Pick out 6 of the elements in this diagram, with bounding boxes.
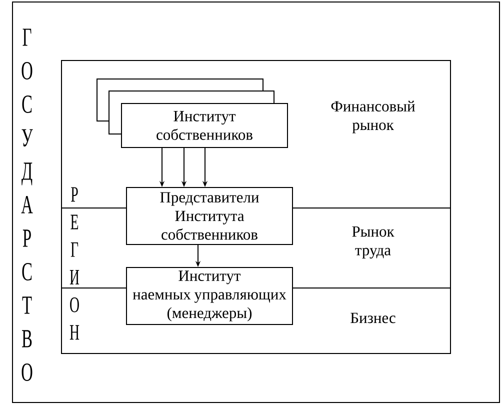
box: Представители Института собственников [126, 187, 293, 245]
section-label: Рынок труда [352, 226, 394, 259]
box: Институт наемных управляющих (менеджеры) [126, 267, 293, 325]
section-label: Финансовый рынок [331, 100, 415, 134]
box-stack: Институт собственников [96, 78, 288, 148]
section-label: Бизнес [350, 312, 396, 324]
